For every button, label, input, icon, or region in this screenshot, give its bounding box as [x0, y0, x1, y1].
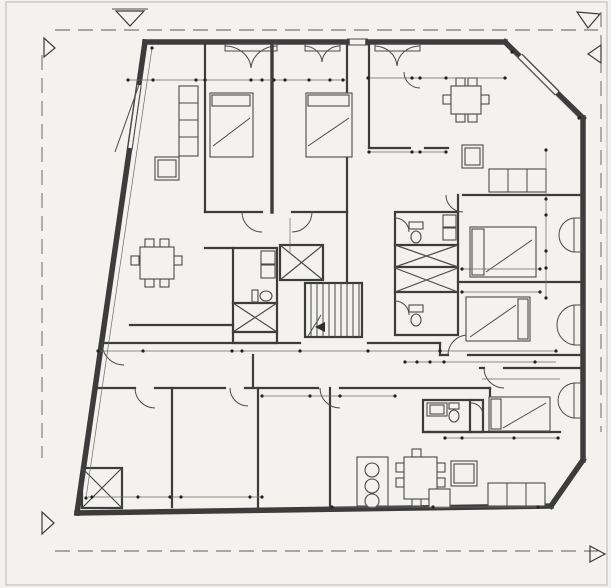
west-window-gap — [128, 84, 141, 149]
shaft-hall — [278, 243, 325, 282]
page-border — [5, 1, 608, 586]
doors — [101, 71, 505, 416]
bed-hab1-right — [465, 296, 531, 342]
door-arc-hab1-apt1 — [241, 211, 263, 233]
dining-table-apt2 — [442, 77, 490, 123]
door-arc-aseo — [470, 402, 484, 416]
stairs-risers — [310, 283, 360, 337]
shaft-southwest — [80, 466, 124, 510]
bed-hab1-apt1 — [209, 92, 254, 158]
shaft-bathcol-upper — [394, 244, 459, 268]
sofa-apt1 — [178, 85, 199, 157]
boundary-dashed-lines — [41, 12, 602, 552]
northeast-facade-triangle-icon — [575, 11, 602, 29]
door-arc-bano-bottom — [394, 300, 410, 316]
west-window-line2 — [131, 86, 142, 151]
bed-hab2-apt1 — [305, 92, 353, 158]
armchair-apt1 — [154, 156, 180, 181]
armchair-apt3 — [450, 460, 478, 487]
east-window-1-casement-arcs — [558, 217, 575, 253]
door-arc-west-entry — [101, 342, 125, 366]
toilet-bano-bottom — [408, 304, 424, 327]
furniture — [130, 77, 551, 509]
north-window-1-sill — [224, 43, 278, 52]
bed-hab2-right — [488, 396, 551, 432]
dining-table-apt1 — [130, 238, 183, 288]
south-facade-triangle-icon — [589, 545, 607, 563]
shafts — [80, 243, 459, 510]
shower-bano-apt1 — [260, 250, 276, 279]
chamfer-window-gap — [518, 54, 559, 95]
windows — [114, 38, 583, 419]
sofa-apt3 — [487, 482, 546, 507]
door-arc-apt2-entry — [403, 71, 421, 89]
side-table-apt3 — [428, 488, 451, 509]
shaft-bath1 — [232, 302, 278, 333]
east-window-1-frame — [573, 217, 583, 253]
east-window-2-frame — [573, 304, 583, 346]
door-arc-hab1-right — [447, 334, 469, 356]
shaft-bathcol-lower — [394, 267, 459, 293]
fixtures-bano-apt2 — [442, 214, 457, 241]
sofa-apt2 — [488, 168, 547, 193]
door-arc-apt3-entry — [319, 387, 341, 409]
north-window-1-casement-arcs — [224, 45, 278, 69]
outer-wall-chamfer-se — [547, 456, 587, 510]
east-window-3-frame — [573, 382, 583, 419]
north-window-2-sill — [304, 43, 341, 52]
door-arc-hab1-apt2 — [445, 194, 464, 213]
wall-bath1-dividers — [231, 301, 279, 334]
arriba-arrow-icon — [315, 322, 325, 332]
door-arc-hab2-right — [483, 367, 505, 389]
bed-hab1-apt2 — [469, 226, 537, 278]
stairs-outline — [303, 281, 364, 339]
east-window-3-casement-arcs — [557, 382, 575, 419]
door-arc-hab2-apt1 — [291, 211, 313, 233]
north-facade-triangle-icon — [114, 10, 146, 27]
west-facade-triangle-icon — [41, 510, 55, 536]
stairs-break-line — [307, 314, 322, 337]
door-arc-bano-top — [394, 217, 410, 233]
toilet-bano-top — [408, 221, 424, 244]
chamfer-window-line2 — [521, 53, 560, 92]
east-facade-triangle-icon — [586, 43, 602, 65]
north-window-2-casement-arcs — [304, 45, 341, 63]
west-upper-facade-triangle-icon — [43, 36, 56, 59]
dimension-dots — [84, 46, 581, 509]
wall-bath-column-dividers — [393, 243, 460, 294]
toilet-bano-apt1 — [251, 289, 273, 303]
aseo-fixtures — [426, 402, 460, 423]
east-window-2-casement-arcs — [556, 304, 575, 346]
kitchen-counter-apt3 — [356, 456, 389, 509]
door-arc-trastero2 — [229, 387, 249, 407]
west-window-swing-line — [114, 84, 140, 153]
outer-walls — [73, 38, 587, 517]
door-arc-trastero1 — [134, 387, 156, 409]
north-window-3-sill — [374, 43, 421, 52]
dimension-lines — [85, 47, 580, 508]
armchair-apt2 — [461, 144, 484, 169]
wall-bath-column — [393, 210, 460, 337]
facade-markers — [41, 8, 607, 563]
staircase — [303, 281, 364, 339]
interior-walls — [94, 40, 585, 509]
north-window-3-casement-arcs — [374, 45, 421, 67]
